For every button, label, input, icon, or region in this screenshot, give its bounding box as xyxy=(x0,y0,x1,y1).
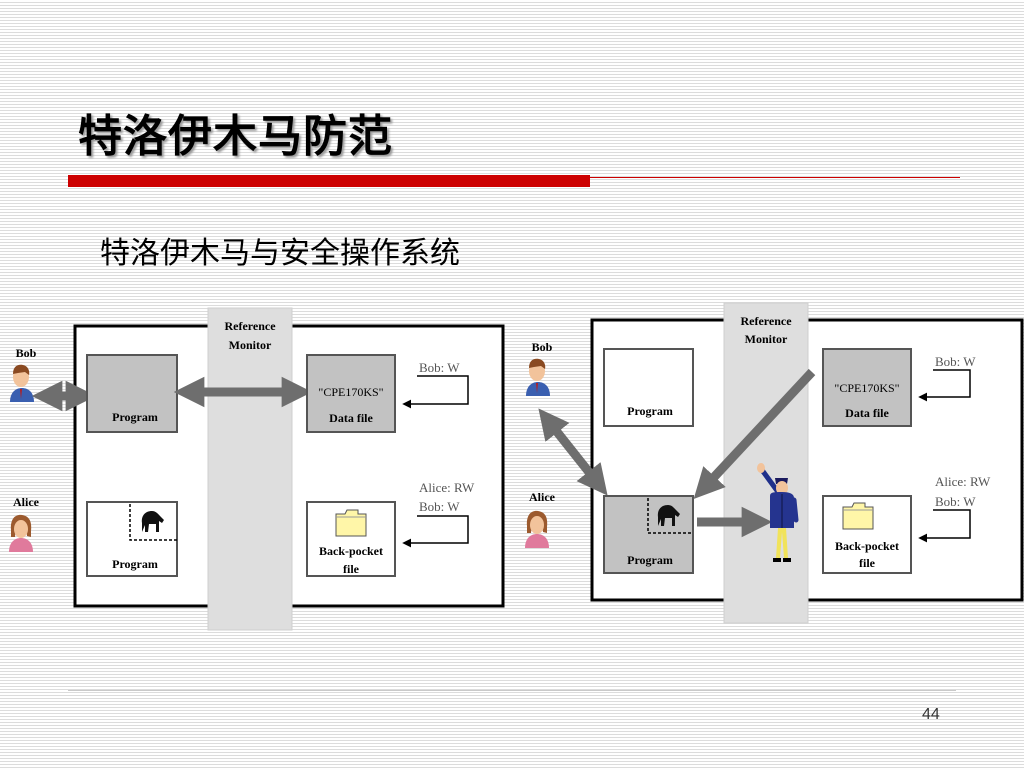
left-data-file-label: Data file xyxy=(329,411,373,425)
right-acl-data-connector xyxy=(918,369,971,402)
trojan-horse-diagram: Reference Monitor Bob Alice Program Prog… xyxy=(9,302,1024,631)
left-acl-back-pocket-entry-2: Bob: W xyxy=(419,499,460,514)
left-acl-back-pocket-connector xyxy=(402,515,469,548)
right-back-pocket-folder-icon xyxy=(842,502,874,530)
right-alice-label: Alice xyxy=(529,490,556,504)
left-acl-data-entry: Bob: W xyxy=(419,360,460,375)
right-trojan-dashed-frame xyxy=(647,498,693,534)
left-program-bottom-box xyxy=(86,501,178,577)
title-underline-bar xyxy=(68,175,590,187)
right-reference-monitor xyxy=(723,302,809,624)
slide-subtitle: 特洛伊木马与安全操作系统 xyxy=(100,236,460,271)
title-underline-line xyxy=(590,177,960,178)
right-program-bottom-label: Program xyxy=(627,553,673,567)
left-bob-label: Bob xyxy=(16,346,37,360)
left-acl-back-pocket-entry-1: Alice: RW xyxy=(419,480,475,495)
right-program-top-box xyxy=(603,348,694,427)
right-back-pocket-label-1: Back-pocket xyxy=(835,539,899,553)
left-reference-monitor xyxy=(207,307,293,631)
right-bob-avatar-icon xyxy=(526,358,550,396)
right-program-top-label: Program xyxy=(627,404,673,418)
left-data-file-name: "CPE170KS" xyxy=(318,385,383,399)
right-acl-back-pocket-entry-1: Alice: RW xyxy=(935,474,991,489)
right-data-file-box xyxy=(822,348,912,427)
left-back-pocket-folder-icon xyxy=(335,509,367,537)
left-back-pocket-label-1: Back-pocket xyxy=(319,544,383,558)
right-diagram: Reference Monitor Bob Alice Program Prog… xyxy=(525,302,1024,624)
left-program-top-label: Program xyxy=(112,410,158,424)
right-data-file-name: "CPE170KS" xyxy=(834,381,899,395)
right-bob-label: Bob xyxy=(532,340,553,354)
right-reference-monitor-label-1: Reference xyxy=(740,314,792,328)
right-acl-data-entry: Bob: W xyxy=(935,354,976,369)
left-bob-avatar-icon xyxy=(10,364,34,402)
left-program-top-box xyxy=(86,354,178,433)
right-acl-back-pocket-connector xyxy=(918,509,971,543)
right-back-pocket-box xyxy=(822,495,912,574)
left-reference-monitor-label-1: Reference xyxy=(224,319,276,333)
slide-title: 特洛伊木马防范 xyxy=(78,111,393,162)
page-number: 44 xyxy=(922,706,940,723)
left-acl-data-connector xyxy=(402,375,469,409)
left-reference-monitor-label-2: Monitor xyxy=(229,338,272,352)
left-data-file-box xyxy=(306,354,396,433)
left-back-pocket-box xyxy=(306,501,396,577)
left-program-bottom-label: Program xyxy=(112,557,158,571)
left-trojan-dashed-frame xyxy=(129,504,177,541)
right-data-file-label: Data file xyxy=(845,406,889,420)
left-diagram: Reference Monitor Bob Alice Program Prog… xyxy=(9,307,505,631)
footer-divider xyxy=(68,690,956,691)
right-back-pocket-label-2: file xyxy=(859,556,876,570)
left-back-pocket-label-2: file xyxy=(343,562,360,576)
right-bob-program-arrow xyxy=(538,408,608,496)
right-datafile-to-trojan-arrow xyxy=(693,368,816,499)
left-alice-avatar-icon xyxy=(9,514,33,552)
right-acl-back-pocket-entry-2: Bob: W xyxy=(935,494,976,509)
left-alice-label: Alice xyxy=(13,495,40,509)
right-alice-avatar-icon xyxy=(525,510,549,548)
right-reference-monitor-label-2: Monitor xyxy=(745,332,788,346)
